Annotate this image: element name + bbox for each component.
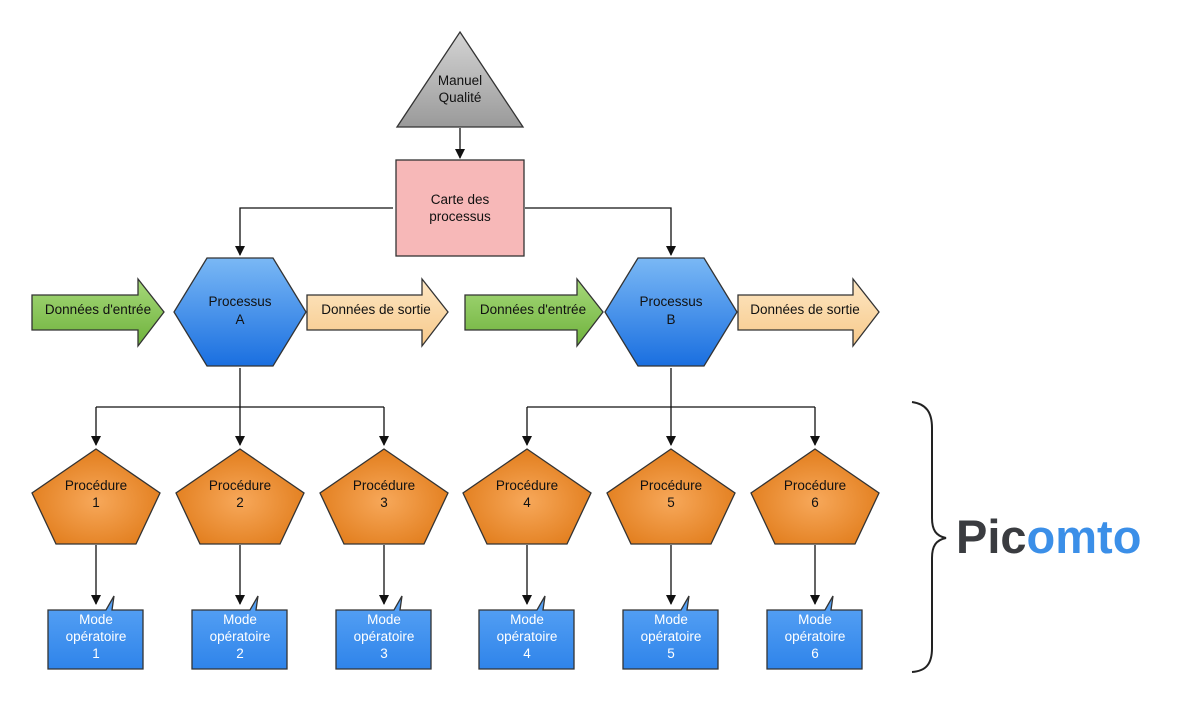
input-arrow-a: [31, 277, 165, 348]
connector-map-to-process-a: [235, 207, 393, 256]
mode-5-label-line2: opératoire: [641, 629, 702, 644]
process-map-box: [395, 159, 525, 257]
procedure-4-label-line1: Procédure: [496, 478, 558, 493]
procedure-2-label-line2: 2: [236, 495, 244, 510]
mode-6-label-line1: Mode: [798, 612, 832, 627]
process-b-group: Données d'entrée Processus B Données de …: [464, 257, 880, 367]
mode-5: Mode opératoire 5: [622, 595, 719, 670]
process-map-label-line2: processus: [429, 209, 491, 224]
procedure-3-pentagon: [319, 448, 449, 545]
process-b-hexagon: [604, 257, 738, 367]
process-a-label-line2: A: [235, 312, 244, 327]
mode-1-label-line2: opératoire: [66, 629, 127, 644]
picomto-logo-part2: omto: [1027, 510, 1142, 563]
mode-4-label-line2: opératoire: [497, 629, 558, 644]
mode-6-label-line2: opératoire: [785, 629, 846, 644]
procedure-4: Procédure 4: [462, 448, 592, 545]
mode-4-label-line1: Mode: [510, 612, 544, 627]
mode-5-label-line3: 5: [667, 646, 675, 661]
mode-6-box: [766, 595, 863, 670]
procedure-6-label-line1: Procédure: [784, 478, 846, 493]
procedure-6-label-line2: 6: [811, 495, 819, 510]
mode-3-box: [335, 595, 432, 670]
procedure-6: Procédure 6: [750, 448, 880, 545]
mode-5-label-line1: Mode: [654, 612, 688, 627]
procedure-5-pentagon: [606, 448, 736, 545]
mode-2-box: [191, 595, 288, 670]
procedure-2: Procédure 2: [175, 448, 305, 545]
procedure-1-label-line1: Procédure: [65, 478, 127, 493]
procedure-4-label-line2: 4: [523, 495, 531, 510]
mode-6-label-line3: 6: [811, 646, 819, 661]
mode-2-label-line1: Mode: [223, 612, 257, 627]
mode-3: Mode opératoire 3: [335, 595, 432, 670]
mode-3-label-line2: opératoire: [354, 629, 415, 644]
procedure-3-label-line2: 3: [380, 495, 388, 510]
quality-manual-triangle: [395, 30, 525, 128]
mode-4: Mode opératoire 4: [478, 595, 575, 670]
mode-6: Mode opératoire 6: [766, 595, 863, 670]
mode-1-box: [47, 595, 144, 670]
output-arrow-b-label: Données de sortie: [750, 302, 860, 317]
connector-map-to-process-b: [525, 207, 676, 256]
quality-manual-node: Manuel Qualité: [395, 30, 525, 128]
input-arrow-b: [464, 277, 604, 348]
mode-3-label-line3: 3: [380, 646, 388, 661]
mode-2: Mode opératoire 2: [191, 595, 288, 670]
picomto-logo: Picomto: [956, 510, 1141, 563]
procedure-6-pentagon: [750, 448, 880, 545]
quality-manual-label-line1: Manuel: [438, 73, 482, 88]
procedure-1-label-line2: 1: [92, 495, 100, 510]
output-arrow-a-label: Données de sortie: [321, 302, 431, 317]
process-a-label-line1: Processus: [208, 294, 271, 309]
procedure-2-pentagon: [175, 448, 305, 545]
mode-3-label-line1: Mode: [367, 612, 401, 627]
process-map-label-line1: Carte des: [431, 192, 490, 207]
output-arrow-a: [306, 277, 449, 348]
curly-brace: [911, 401, 947, 673]
quality-manual-label-line2: Qualité: [439, 90, 482, 105]
process-b-label-line1: Processus: [639, 294, 702, 309]
mode-1-label-line1: Mode: [79, 612, 113, 627]
mode-1: Mode opératoire 1: [47, 595, 144, 670]
mode-4-label-line3: 4: [523, 646, 531, 661]
mode-2-label-line2: opératoire: [210, 629, 271, 644]
input-arrow-b-label: Données d'entrée: [480, 302, 586, 317]
mode-2-label-line3: 2: [236, 646, 244, 661]
mode-4-box: [478, 595, 575, 670]
procedure-1: Procédure 1: [31, 448, 161, 545]
procedure-5: Procédure 5: [606, 448, 736, 545]
input-arrow-a-label: Données d'entrée: [45, 302, 151, 317]
process-b-label-line2: B: [666, 312, 675, 327]
mode-1-label-line3: 1: [92, 646, 100, 661]
output-arrow-b: [737, 277, 880, 348]
procedure-5-label-line2: 5: [667, 495, 675, 510]
picomto-logo-part1: Pic: [956, 510, 1027, 563]
process-a-group: Données d'entrée Processus A Données de …: [31, 257, 449, 367]
procedure-3: Procédure 3: [319, 448, 449, 545]
procedure-1-pentagon: [31, 448, 161, 545]
procedure-3-label-line1: Procédure: [353, 478, 415, 493]
mode-5-box: [622, 595, 719, 670]
process-map-node: Carte des processus: [395, 159, 525, 257]
procedure-5-label-line1: Procédure: [640, 478, 702, 493]
connectors: [91, 128, 820, 605]
process-a-hexagon: [173, 257, 307, 367]
procedure-2-label-line1: Procédure: [209, 478, 271, 493]
procedure-4-pentagon: [462, 448, 592, 545]
